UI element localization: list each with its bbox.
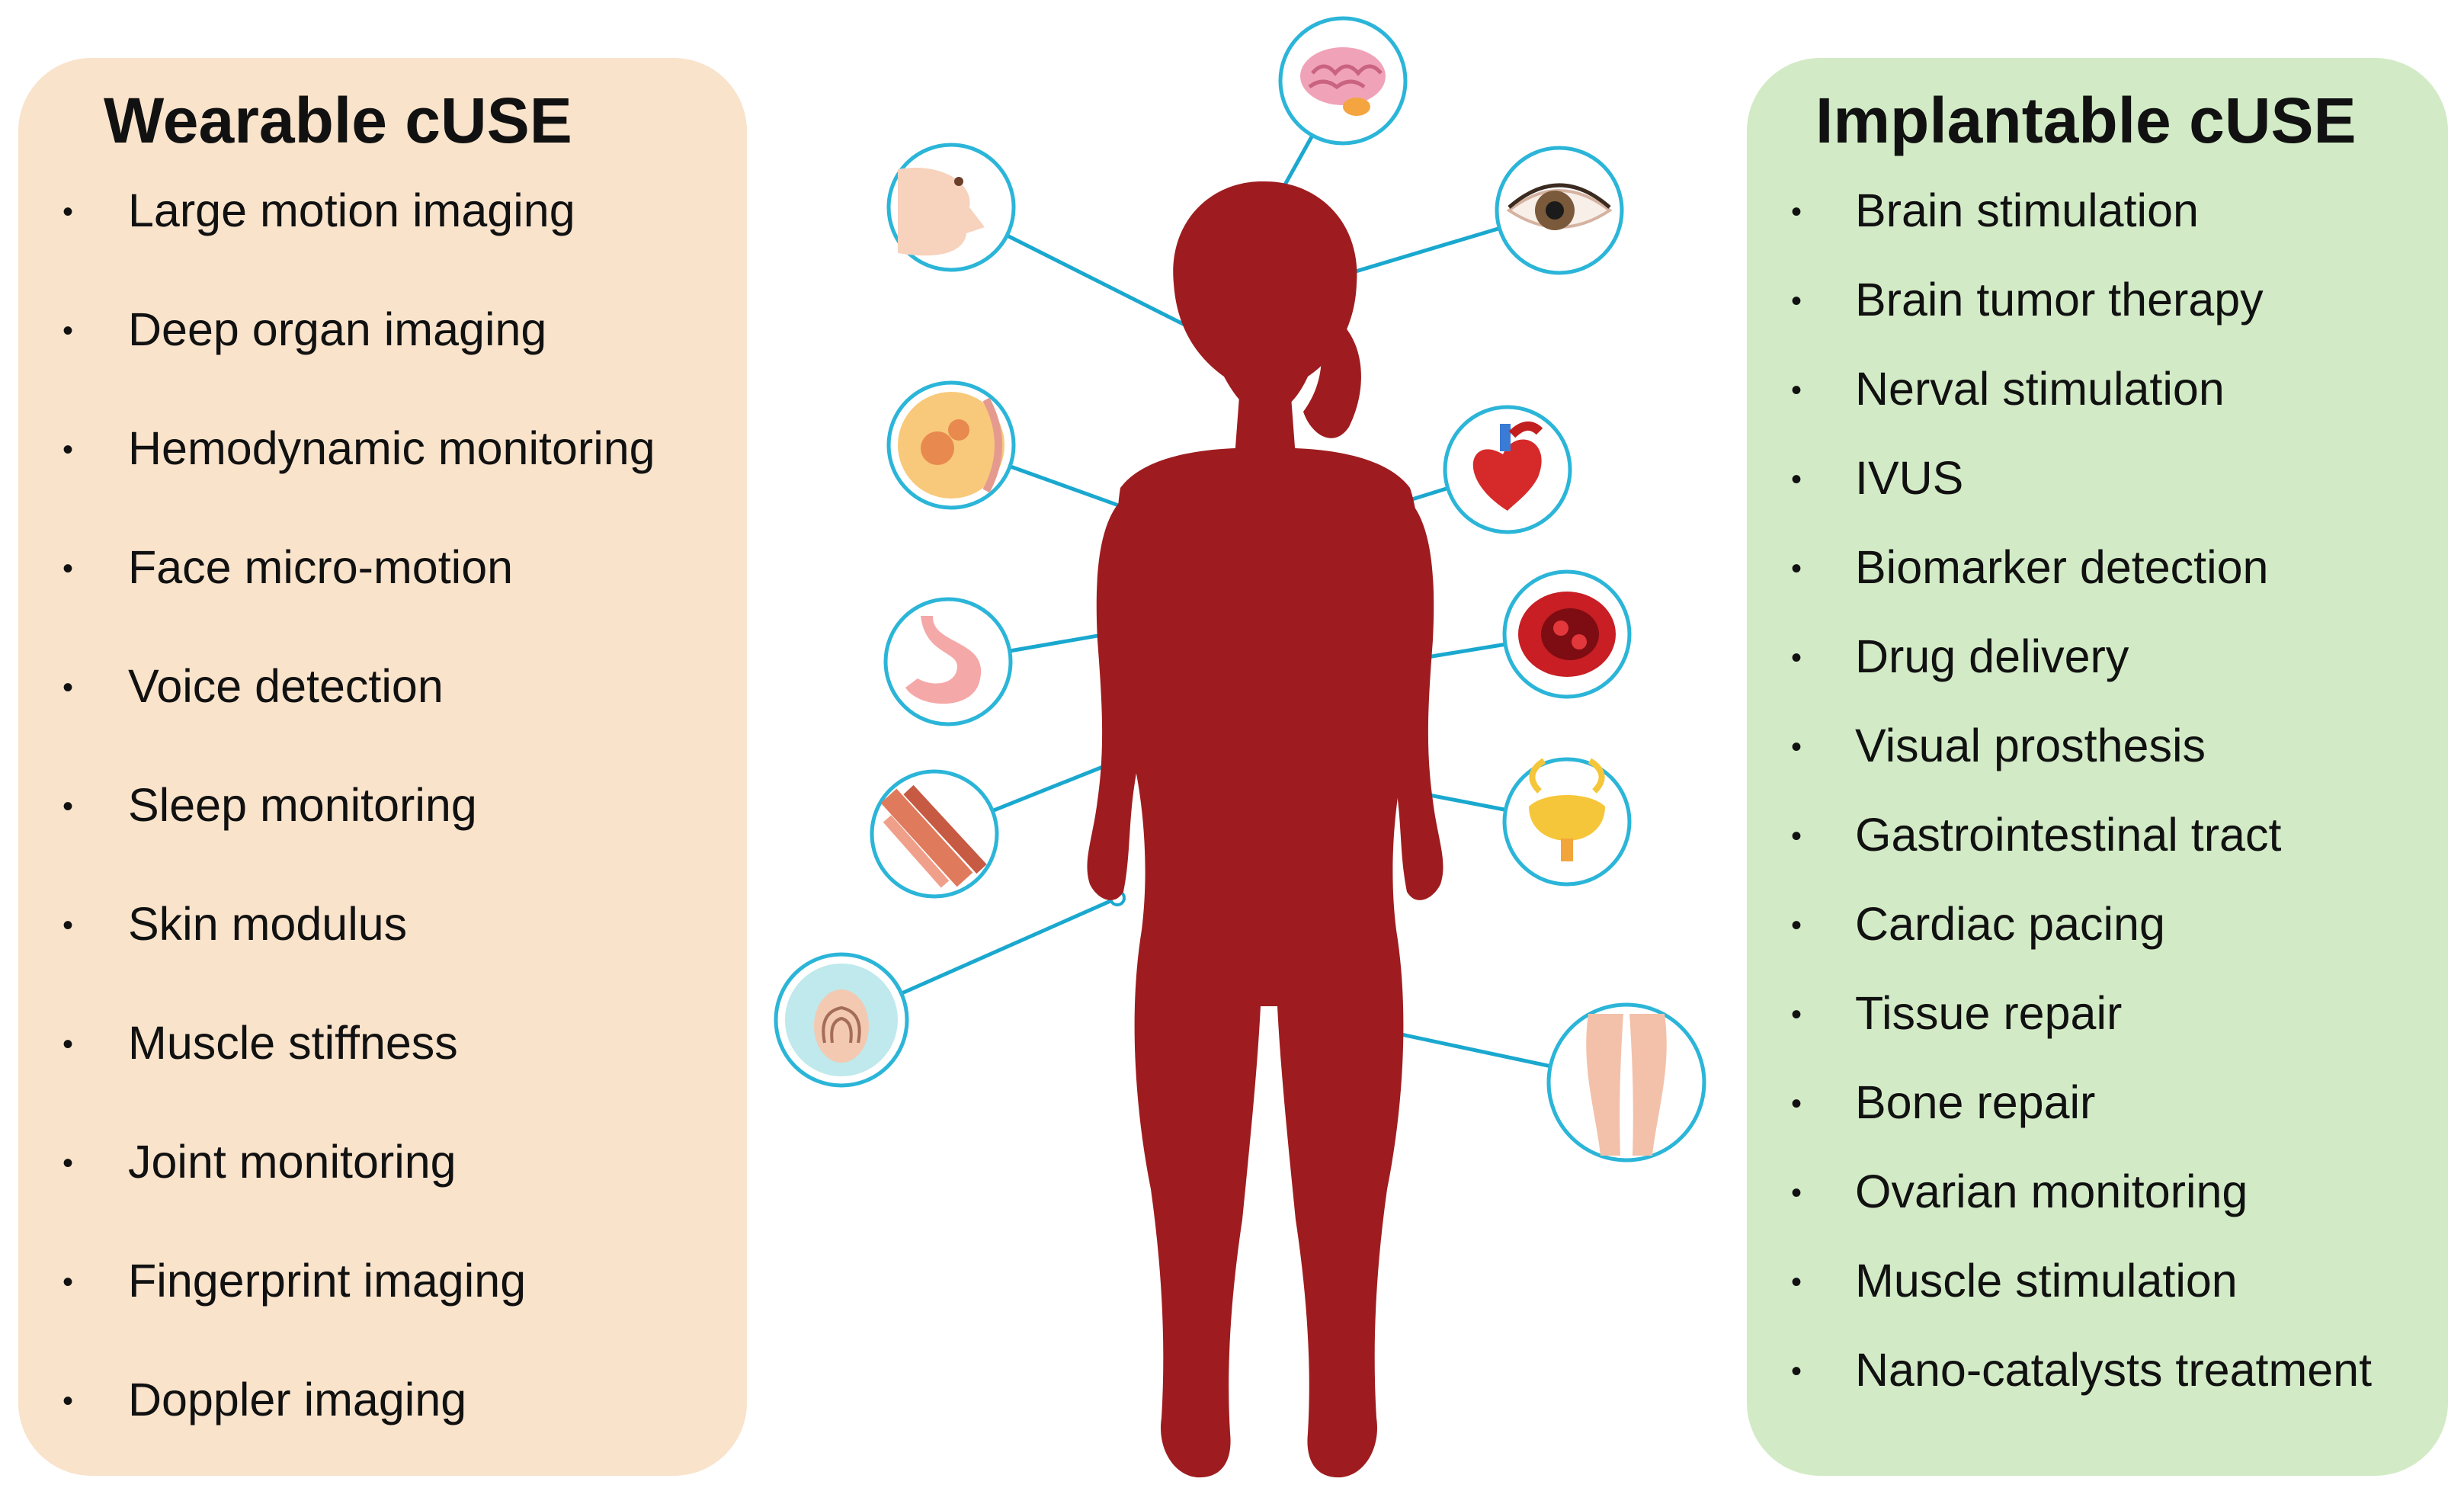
implantable-item-label: Visual prosthesis bbox=[1855, 720, 2206, 771]
wearable-item-label: Joint monitoring bbox=[128, 1136, 457, 1188]
bullet-icon: • bbox=[1791, 552, 1802, 585]
heart-icon bbox=[1443, 405, 1572, 534]
implantable-item-label: IVUS bbox=[1855, 452, 1964, 504]
wearable-item-label: Fingerprint imaging bbox=[128, 1255, 527, 1307]
organ-icons bbox=[774, 16, 1706, 1162]
bullet-icon: • bbox=[1791, 819, 1802, 853]
wearable-item-label: Skin modulus bbox=[128, 898, 408, 950]
wearable-item-label: Doppler imaging bbox=[128, 1374, 467, 1425]
wearable-panel: Wearable cUSE • Large motion imaging • Deep… bbox=[18, 58, 747, 1476]
wearable-title: Wearable cUSE bbox=[104, 85, 572, 156]
implantable-item-label: Bone repair bbox=[1855, 1076, 2096, 1128]
bullet-icon: • bbox=[62, 195, 74, 229]
bullet-icon: • bbox=[1791, 730, 1802, 764]
bullet-icon: • bbox=[62, 671, 74, 704]
implantable-item-label: Gastrointestinal tract bbox=[1855, 809, 2282, 861]
bullet-icon: • bbox=[62, 314, 74, 348]
connector-line bbox=[900, 896, 1119, 996]
bullet-icon: • bbox=[1791, 463, 1802, 496]
implantable-item-label: Ovarian monitoring bbox=[1855, 1166, 2248, 1217]
bullet-icon: • bbox=[1791, 374, 1802, 407]
wearable-item-label: Large motion imaging bbox=[128, 184, 575, 236]
implantable-item-label: Brain tumor therapy bbox=[1855, 274, 2264, 325]
bullet-icon: • bbox=[1791, 195, 1802, 229]
bullet-icon: • bbox=[1791, 1176, 1802, 1210]
implantable-item-label: Nerval stimulation bbox=[1855, 363, 2225, 415]
eye-icon bbox=[1495, 146, 1624, 275]
wearable-item-label: Hemodynamic monitoring bbox=[128, 422, 655, 474]
breast-tissue-icon bbox=[886, 380, 1016, 510]
bullet-icon: • bbox=[62, 1384, 74, 1418]
bullet-icon: • bbox=[1791, 1355, 1802, 1388]
bullet-icon: • bbox=[62, 1265, 74, 1299]
wearable-item-label: Deep organ imaging bbox=[128, 303, 547, 355]
legs-icon bbox=[1546, 1002, 1706, 1162]
implantable-item-label: Drug delivery bbox=[1855, 630, 2129, 682]
blood-vessel-icon bbox=[1502, 569, 1632, 699]
bullet-icon: • bbox=[62, 552, 74, 585]
bullet-icon: • bbox=[1791, 284, 1802, 318]
fingerprint-icon bbox=[774, 952, 909, 1088]
implantable-item-label: Brain stimulation bbox=[1855, 184, 2199, 236]
bullet-icon: • bbox=[62, 1146, 74, 1180]
bullet-icon: • bbox=[1791, 641, 1802, 675]
bladder-icon bbox=[1502, 757, 1632, 887]
implantable-item-label: Biomarker detection bbox=[1855, 541, 2269, 593]
bullet-icon: • bbox=[1791, 909, 1802, 942]
muscle-fiber-icon bbox=[870, 769, 999, 899]
bullet-icon: • bbox=[62, 790, 74, 823]
body-silhouette bbox=[1087, 181, 1443, 1478]
implantable-item-label: Muscle stimulation bbox=[1855, 1255, 2238, 1307]
bullet-icon: • bbox=[1791, 998, 1802, 1031]
implantable-item-label: Nano-catalysts treatment bbox=[1855, 1344, 2373, 1396]
wearable-item-label: Muscle stiffness bbox=[128, 1017, 458, 1069]
bullet-icon: • bbox=[1791, 1265, 1802, 1299]
brain-icon bbox=[1278, 16, 1408, 146]
implantable-panel: Implantable cUSE • Brain stimulation • Brai… bbox=[1747, 58, 2448, 1476]
implantable-item-label: Cardiac pacing bbox=[1855, 898, 2165, 950]
wearable-item-label: Face micro-motion bbox=[128, 541, 514, 593]
bullet-icon: • bbox=[1791, 1087, 1802, 1121]
bullet-icon: • bbox=[62, 433, 74, 467]
wearable-item-label: Sleep monitoring bbox=[128, 779, 477, 831]
implantable-title: Implantable cUSE bbox=[1815, 85, 2357, 156]
implantable-item-label: Tissue repair bbox=[1855, 987, 2123, 1039]
bullet-icon: • bbox=[62, 1028, 74, 1061]
wearable-item-label: Voice detection bbox=[128, 660, 444, 712]
connector-line bbox=[992, 760, 1115, 813]
face-icon bbox=[886, 143, 1016, 272]
bullet-icon: • bbox=[62, 909, 74, 942]
stomach-icon bbox=[883, 597, 1013, 726]
